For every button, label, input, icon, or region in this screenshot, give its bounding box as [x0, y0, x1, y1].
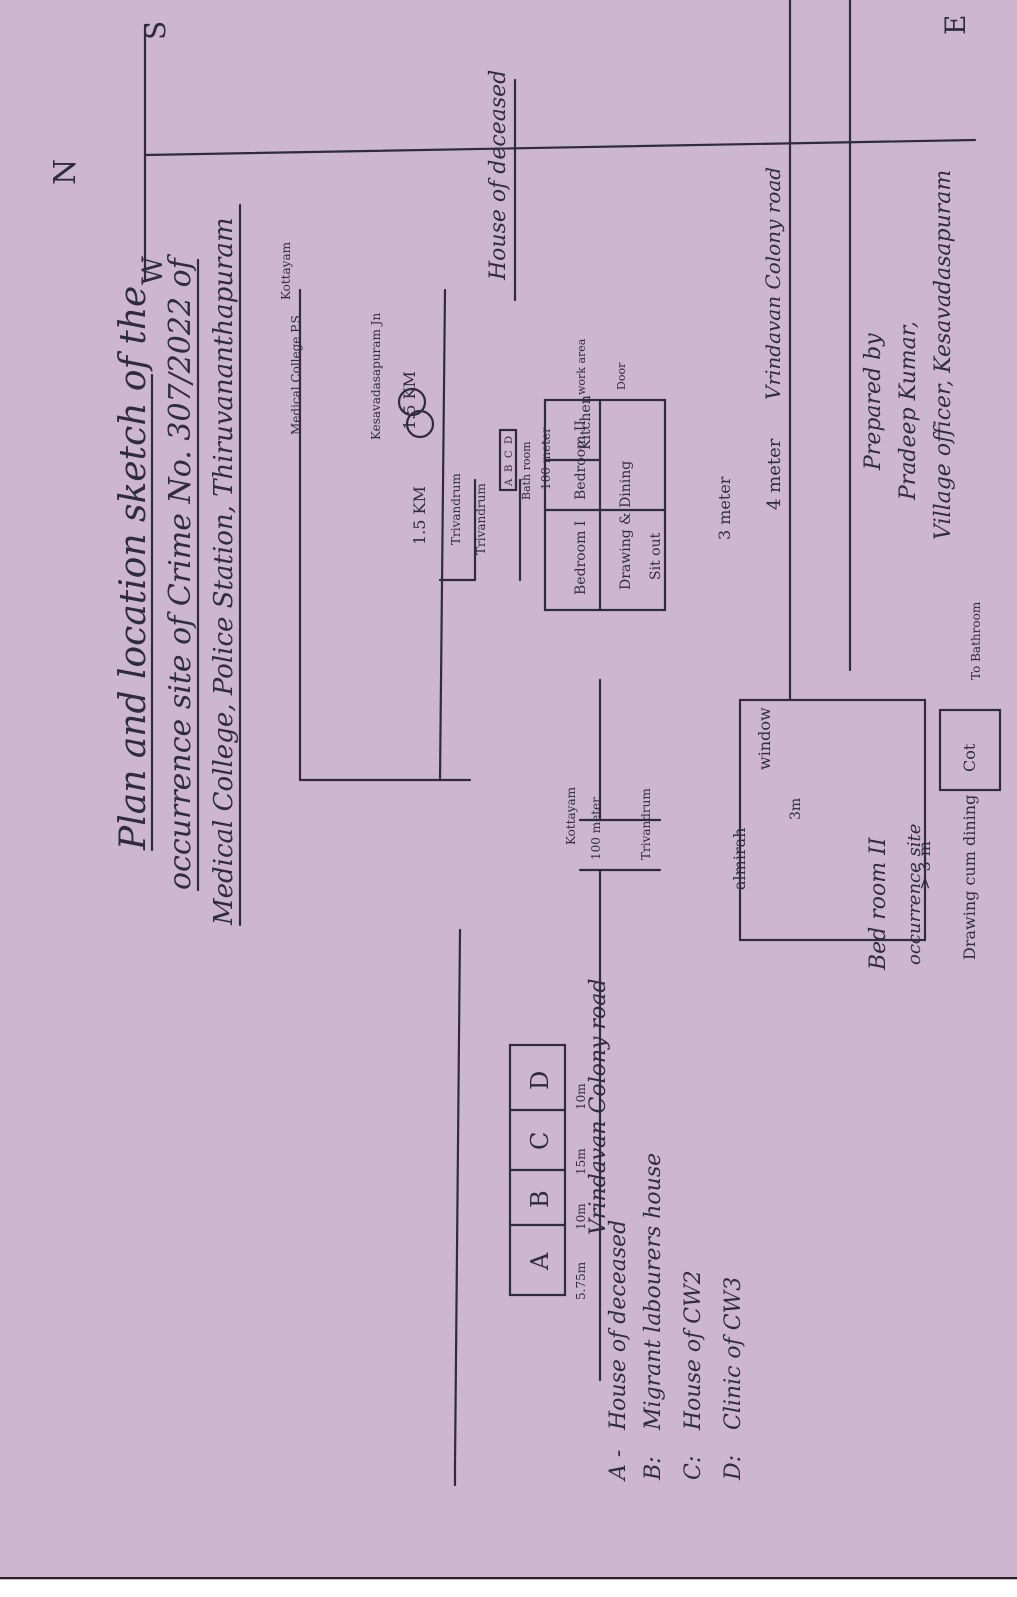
compass-s: S — [139, 21, 172, 40]
kitchen: Kitchen — [578, 395, 594, 450]
dist-2: 10m — [574, 1203, 588, 1230]
kottayam-2: Kottayam — [279, 241, 293, 300]
sketch-house-plan: House of deceased Bedroom I Bath room Be… — [486, 0, 852, 702]
legend-key-a: A - — [606, 1450, 631, 1482]
bedroom-ii-label: Bed room II — [866, 836, 891, 971]
kesavadasapuram-jn: Kesavadasapuram Jn — [369, 313, 383, 440]
trivandrum-1: Trivandrum — [639, 788, 653, 860]
prepared-by: Prepared by — [861, 333, 886, 471]
house-plan-heading: House of deceased — [486, 70, 511, 281]
compass: W S N E — [48, 15, 977, 285]
junction-cell-c: C — [504, 450, 515, 458]
three-m-b: > 3 m — [915, 841, 934, 890]
bedroom-2: Bedroom II — [573, 420, 589, 500]
dist-1: 5.75m — [574, 1261, 588, 1300]
road-label: Vrindavan Colony road — [586, 979, 611, 1235]
window-label: window — [755, 707, 774, 770]
sitout: Sit out — [648, 532, 664, 580]
bath-room: Bath room — [520, 441, 533, 500]
four-meter: 4 meter — [764, 438, 785, 510]
title-block: Plan and location sketch of the occurren… — [113, 203, 242, 927]
legend-text-b: Migrant labourers house — [641, 1153, 666, 1431]
compass-n: N — [48, 159, 83, 185]
compass-e: E — [939, 15, 972, 35]
occurrence-site: occurrence site — [904, 824, 925, 965]
door: Door — [615, 362, 628, 390]
km-label-2: 1.5 KM — [410, 486, 429, 545]
legend: A - House of deceased B: Migrant laboure… — [606, 1153, 746, 1482]
hundred-meter-1: 100 meter — [589, 797, 603, 860]
house-road-label: Vrindavan Colony road — [761, 167, 785, 400]
dist-4: 10m — [574, 1083, 588, 1110]
title-line-1: Plan and location sketch of the — [113, 286, 154, 851]
legend-text-a: House of deceased — [606, 1220, 631, 1431]
work-area: work area — [575, 338, 588, 395]
kottayam-1: Kottayam — [564, 786, 578, 845]
preparer-name: Pradeep Kumar, — [896, 321, 921, 501]
sketch-bedroom: Bed room II occurrence site almirah wind… — [730, 601, 1002, 971]
drawing-dining: Drawing & Dining — [618, 461, 634, 590]
signature: Prepared by Pradeep Kumar, Village offic… — [861, 170, 956, 540]
bedroom-1: Bedroom I — [573, 521, 589, 595]
title-line-3: Medical College, Police Station, Thiruva… — [209, 217, 239, 926]
dist-3: 15m — [574, 1148, 588, 1175]
legend-key-c: C: — [681, 1456, 706, 1480]
house-cell-a: A — [526, 1252, 554, 1271]
house-cell-c: C — [526, 1132, 554, 1150]
trivandrum-left: Trivandrum — [449, 473, 463, 545]
cot-label: Cot — [960, 743, 979, 772]
sketch-road-houses: A B C D 5.75m 10m 15m 10m Vrindavan Colo… — [453, 678, 662, 1487]
legend-text-c: House of CW2 — [681, 1270, 706, 1431]
legend-text-d: Clinic of CW3 — [721, 1277, 746, 1430]
km-label: 1.5 KM — [400, 371, 419, 430]
three-m: 3m — [788, 798, 804, 820]
junction-cell-b: B — [504, 465, 515, 472]
compass-w: W — [136, 256, 169, 285]
preparer-office: Village officer, Kesavadasapuram — [931, 170, 956, 540]
drawing-cum-dining: Drawing cum dining — [960, 795, 979, 960]
legend-key-b: B: — [641, 1456, 666, 1481]
sketch-junction: Kesavadasapuram Jn Kottayam Trivandrum 1… — [279, 241, 553, 782]
almirah-label: almirah — [730, 828, 749, 890]
legend-key-d: D: — [721, 1455, 746, 1481]
medical-college-ps: Medical College P.S — [289, 315, 303, 435]
house-cell-d: D — [526, 1071, 554, 1090]
junction-cell-d: D — [504, 436, 515, 444]
junction-cell-a: A — [504, 478, 515, 487]
house-cell-b: B — [526, 1190, 554, 1208]
trivandrum-2: Trivandrum — [474, 483, 488, 555]
title-line-2: occurrence site of Crime No. 307/2022 of — [163, 253, 198, 890]
to-bathroom: To Bathroom — [969, 601, 983, 680]
three-meter: 3 meter — [715, 476, 734, 540]
